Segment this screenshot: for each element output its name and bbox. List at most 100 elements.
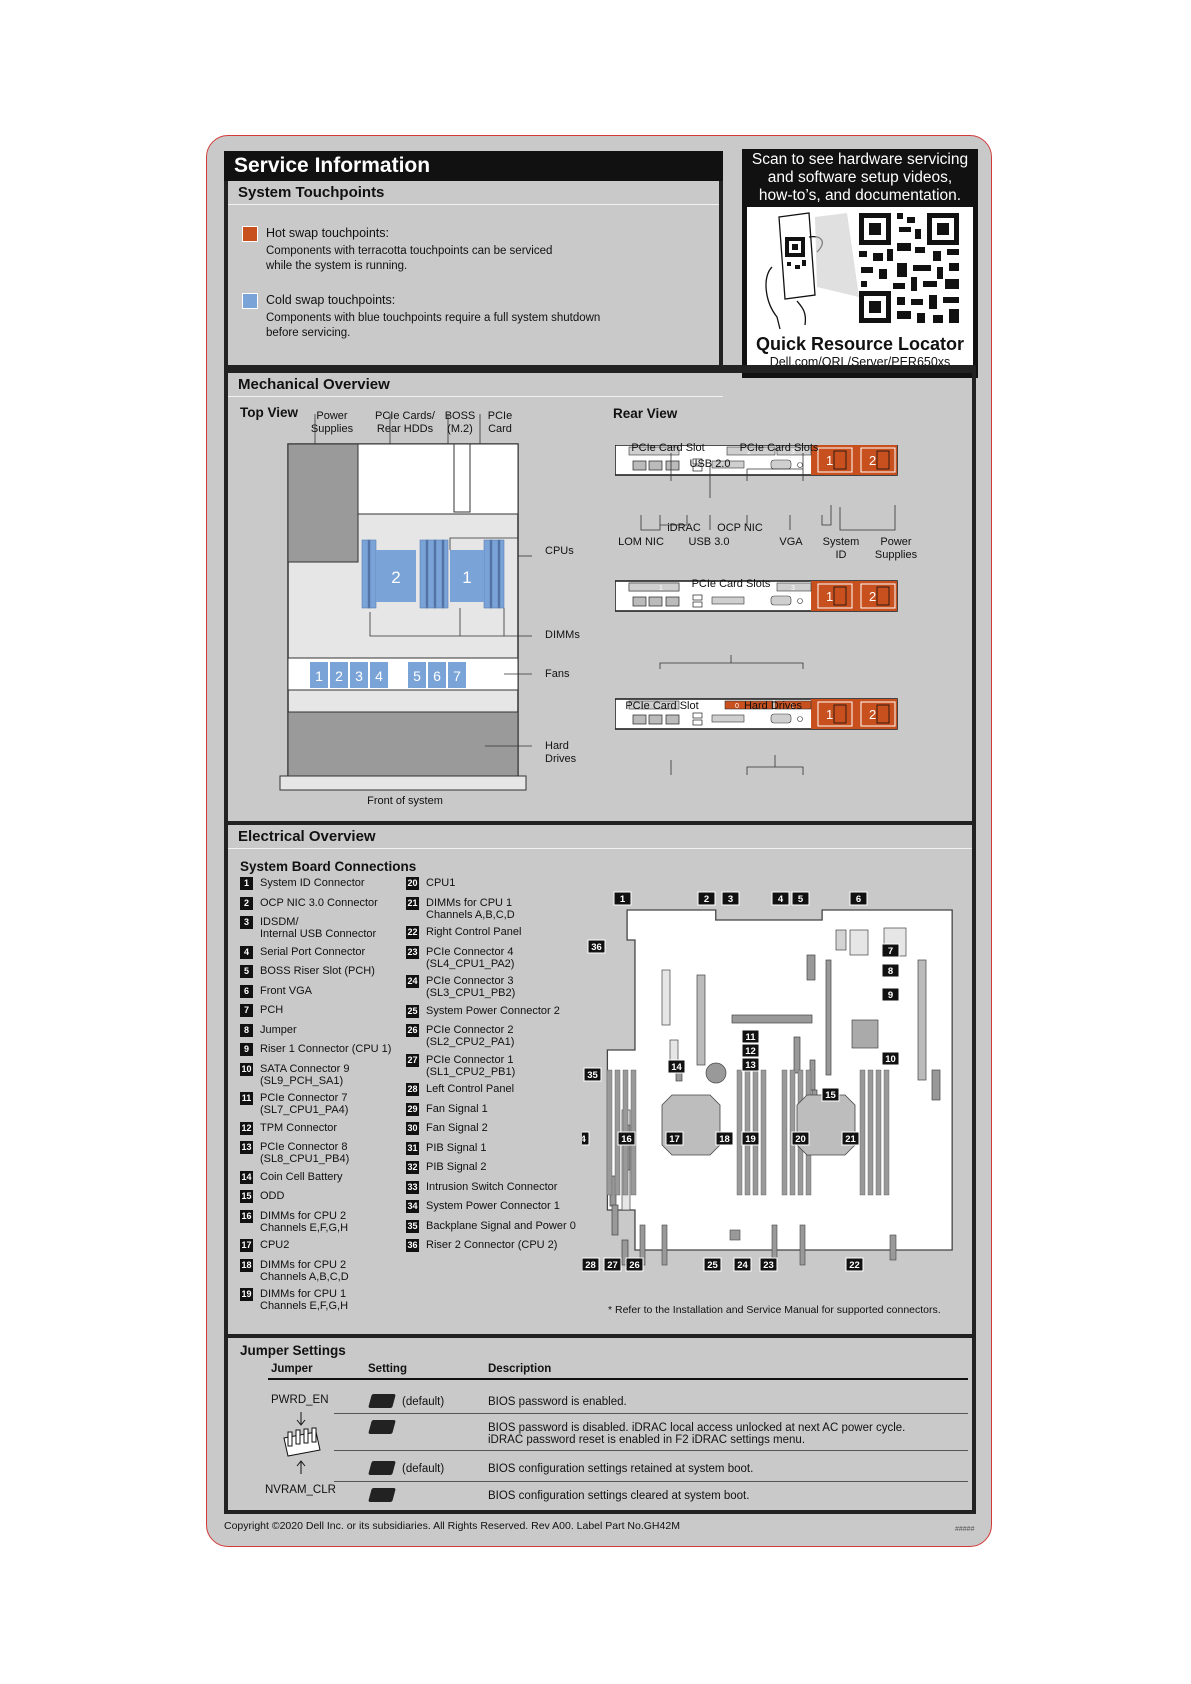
board-callout-number: 14 <box>671 1062 682 1073</box>
connection-label: System ID Connector <box>260 877 365 889</box>
board-callout-box <box>665 1131 684 1146</box>
psu-socket-icon <box>833 450 847 470</box>
top-cpu-2: 2 <box>391 568 400 587</box>
psu-number: 2 <box>869 589 876 604</box>
board-pcie-slots <box>639 1224 897 1266</box>
board-callout-number: 35 <box>587 1070 598 1081</box>
jumper-block-icon <box>283 1412 321 1474</box>
qrl-scan-line-1: Scan to see hardware servicing <box>751 151 969 168</box>
connection-label: TPM Connector <box>260 1122 337 1134</box>
board-callout-box <box>849 891 868 906</box>
connection-label-line-2: (SL4_CPU1_PA2) <box>426 957 515 970</box>
connection-label-line-1: System Power Connector 2 <box>426 1004 560 1017</box>
cold-swap-text: Cold swap touchpoints: Components with b… <box>266 294 600 340</box>
psu-socket-icon <box>833 586 847 606</box>
ocp-slot <box>711 596 745 605</box>
board-callout-box <box>733 1257 752 1272</box>
connection-label: Serial Port Connector <box>260 946 365 958</box>
board-callout-number: 4 <box>778 894 784 905</box>
board-callout-box <box>741 1029 760 1044</box>
board-callout-number: 9 <box>888 990 893 1001</box>
connection-label: Left Control Panel <box>426 1083 514 1095</box>
connection-label: Backplane Signal and Power 0 <box>426 1220 576 1232</box>
top-cpus-label: CPUs <box>545 545 574 557</box>
connection-label: Coin Cell Battery <box>260 1171 343 1183</box>
qr-code-icon <box>859 213 959 323</box>
hard-drive-bay <box>724 700 774 710</box>
mechanical-heading: Mechanical Overview <box>228 373 723 397</box>
pcie-slot <box>628 700 680 710</box>
connection-number: 6 <box>240 984 253 998</box>
pcie-slot <box>776 446 812 456</box>
connection-label-line-1: Riser 2 Connector (CPU 2) <box>426 1239 558 1251</box>
vga-port-icon <box>770 459 792 470</box>
usb-port-icon <box>692 712 703 719</box>
hard-drive-bay <box>774 700 812 710</box>
board-callout-number: 21 <box>845 1134 856 1145</box>
connection-label-line-1: PCIe Connector 8 <box>260 1141 348 1153</box>
dimm-slot <box>781 1069 788 1196</box>
top-drives-text: Drives <box>545 753 577 765</box>
connection-number: 12 <box>240 1121 253 1135</box>
jumper-description: BIOS configuration settings cleared at s… <box>488 1490 750 1502</box>
nvram-clr-label: NVRAM_CLR <box>265 1484 336 1496</box>
psu-number: 2 <box>869 707 876 722</box>
board-callout-number: 18 <box>719 1134 730 1145</box>
fan-number: 4 <box>375 668 383 684</box>
board-callout-box <box>587 939 606 954</box>
jumper-description-line-2: iDRAC password reset is enabled in F2 iD… <box>488 1434 806 1446</box>
fan-number: 2 <box>335 668 343 684</box>
connection-number: 29 <box>406 1102 419 1116</box>
connection-label-line-2: (SL2_CPU2_PA1) <box>426 1036 515 1048</box>
board-callout-number: 7 <box>888 946 893 957</box>
lan-port-icon <box>632 596 647 607</box>
rear-power-text: Power <box>880 536 912 548</box>
qrl-white-card: Quick Resource Locator Dell.com/QRL/Serv… <box>747 207 973 372</box>
ocp-slot <box>711 460 745 469</box>
jumper-col-setting: Setting <box>368 1363 407 1375</box>
cold-swap-desc-2: before servicing. <box>266 327 351 339</box>
top-pcie-cards-label: PCIe Cards/Rear HDDs <box>370 410 440 436</box>
connection-label-line-1: Coin Cell Battery <box>260 1170 343 1183</box>
board-callout-box <box>841 1131 860 1146</box>
hot-swap-desc-1: Components with terracotta touchpoints c… <box>266 245 553 257</box>
connection-label: System Power Connector 2 <box>426 1005 560 1017</box>
fan-module <box>408 662 426 688</box>
connection-item: 12 TPM Connector <box>240 1121 337 1135</box>
vga-port-icon <box>770 595 792 606</box>
connection-label: PCIe Connector 2(SL2_CPU2_PA1) <box>426 1024 514 1048</box>
cold-swap-label: Cold swap touchpoints: <box>266 293 396 307</box>
dimm-slot <box>736 1069 743 1196</box>
board-callout-box <box>583 1067 602 1082</box>
top-dimms-label: DIMMs <box>545 629 580 641</box>
connection-number: 32 <box>406 1161 419 1174</box>
system-touchpoints-heading: System Touchpoints <box>228 181 719 205</box>
connection-number: 22 <box>406 926 419 939</box>
mechanical-right-divider <box>719 365 976 369</box>
jumper-description: BIOS password is disabled. iDRAC local a… <box>488 1422 906 1434</box>
board-callout-number: 19 <box>745 1134 756 1145</box>
connection-label-line-1: PCIe Connector 4 <box>426 945 514 958</box>
connection-label-line-1: PCIe Connector 1 <box>426 1053 514 1066</box>
connection-label-line-2: (SL8_CPU1_PB4) <box>260 1153 350 1165</box>
fan-number: 1 <box>315 668 323 684</box>
system-id-icon <box>797 462 803 468</box>
usb-port-icon <box>692 719 703 726</box>
connection-label-line-1: DIMMs for CPU 2 <box>260 1258 347 1271</box>
connection-label-line-1: CPU2 <box>260 1239 290 1251</box>
board-callout-box <box>582 1257 600 1272</box>
connection-number: 3 <box>240 916 253 929</box>
dimm-slot <box>606 1069 613 1196</box>
hot-swap-label: Hot swap touchpoints: <box>266 226 389 240</box>
